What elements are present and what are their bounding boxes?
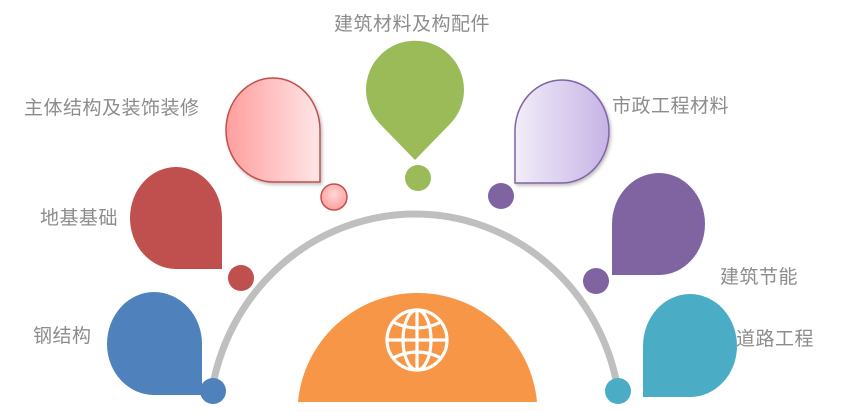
node-steel-structure[interactable] xyxy=(200,378,226,404)
node-main-structure-decoration[interactable] xyxy=(320,183,348,211)
node-building-materials[interactable] xyxy=(405,165,431,191)
globe-icon xyxy=(385,308,449,372)
petal-municipal-materials[interactable] xyxy=(514,79,610,184)
label-building-energy: 建筑节能 xyxy=(720,266,799,288)
center-hub[interactable] xyxy=(298,292,537,402)
node-building-energy[interactable] xyxy=(583,268,609,294)
node-municipal-materials[interactable] xyxy=(488,183,514,209)
petal-building-materials[interactable] xyxy=(365,40,464,161)
label-building-materials: 建筑材料及构配件 xyxy=(334,13,491,35)
label-road-engineering: 道路工程 xyxy=(736,328,815,350)
label-foundation: 地基基础 xyxy=(40,207,119,229)
label-main-structure-decoration: 主体结构及装饰装修 xyxy=(24,97,200,119)
timeline-arc xyxy=(208,210,622,394)
node-road-engineering[interactable] xyxy=(605,378,631,404)
petal-steel-structure[interactable] xyxy=(107,292,202,395)
label-municipal-materials: 市政工程材料 xyxy=(612,95,730,117)
petal-foundation[interactable] xyxy=(130,167,222,269)
petal-building-energy[interactable] xyxy=(612,173,705,275)
label-steel-structure: 钢结构 xyxy=(33,325,92,347)
node-foundation[interactable] xyxy=(228,265,254,291)
petal-main-structure-decoration[interactable] xyxy=(225,77,321,183)
petal-road-engineering[interactable] xyxy=(643,294,737,397)
